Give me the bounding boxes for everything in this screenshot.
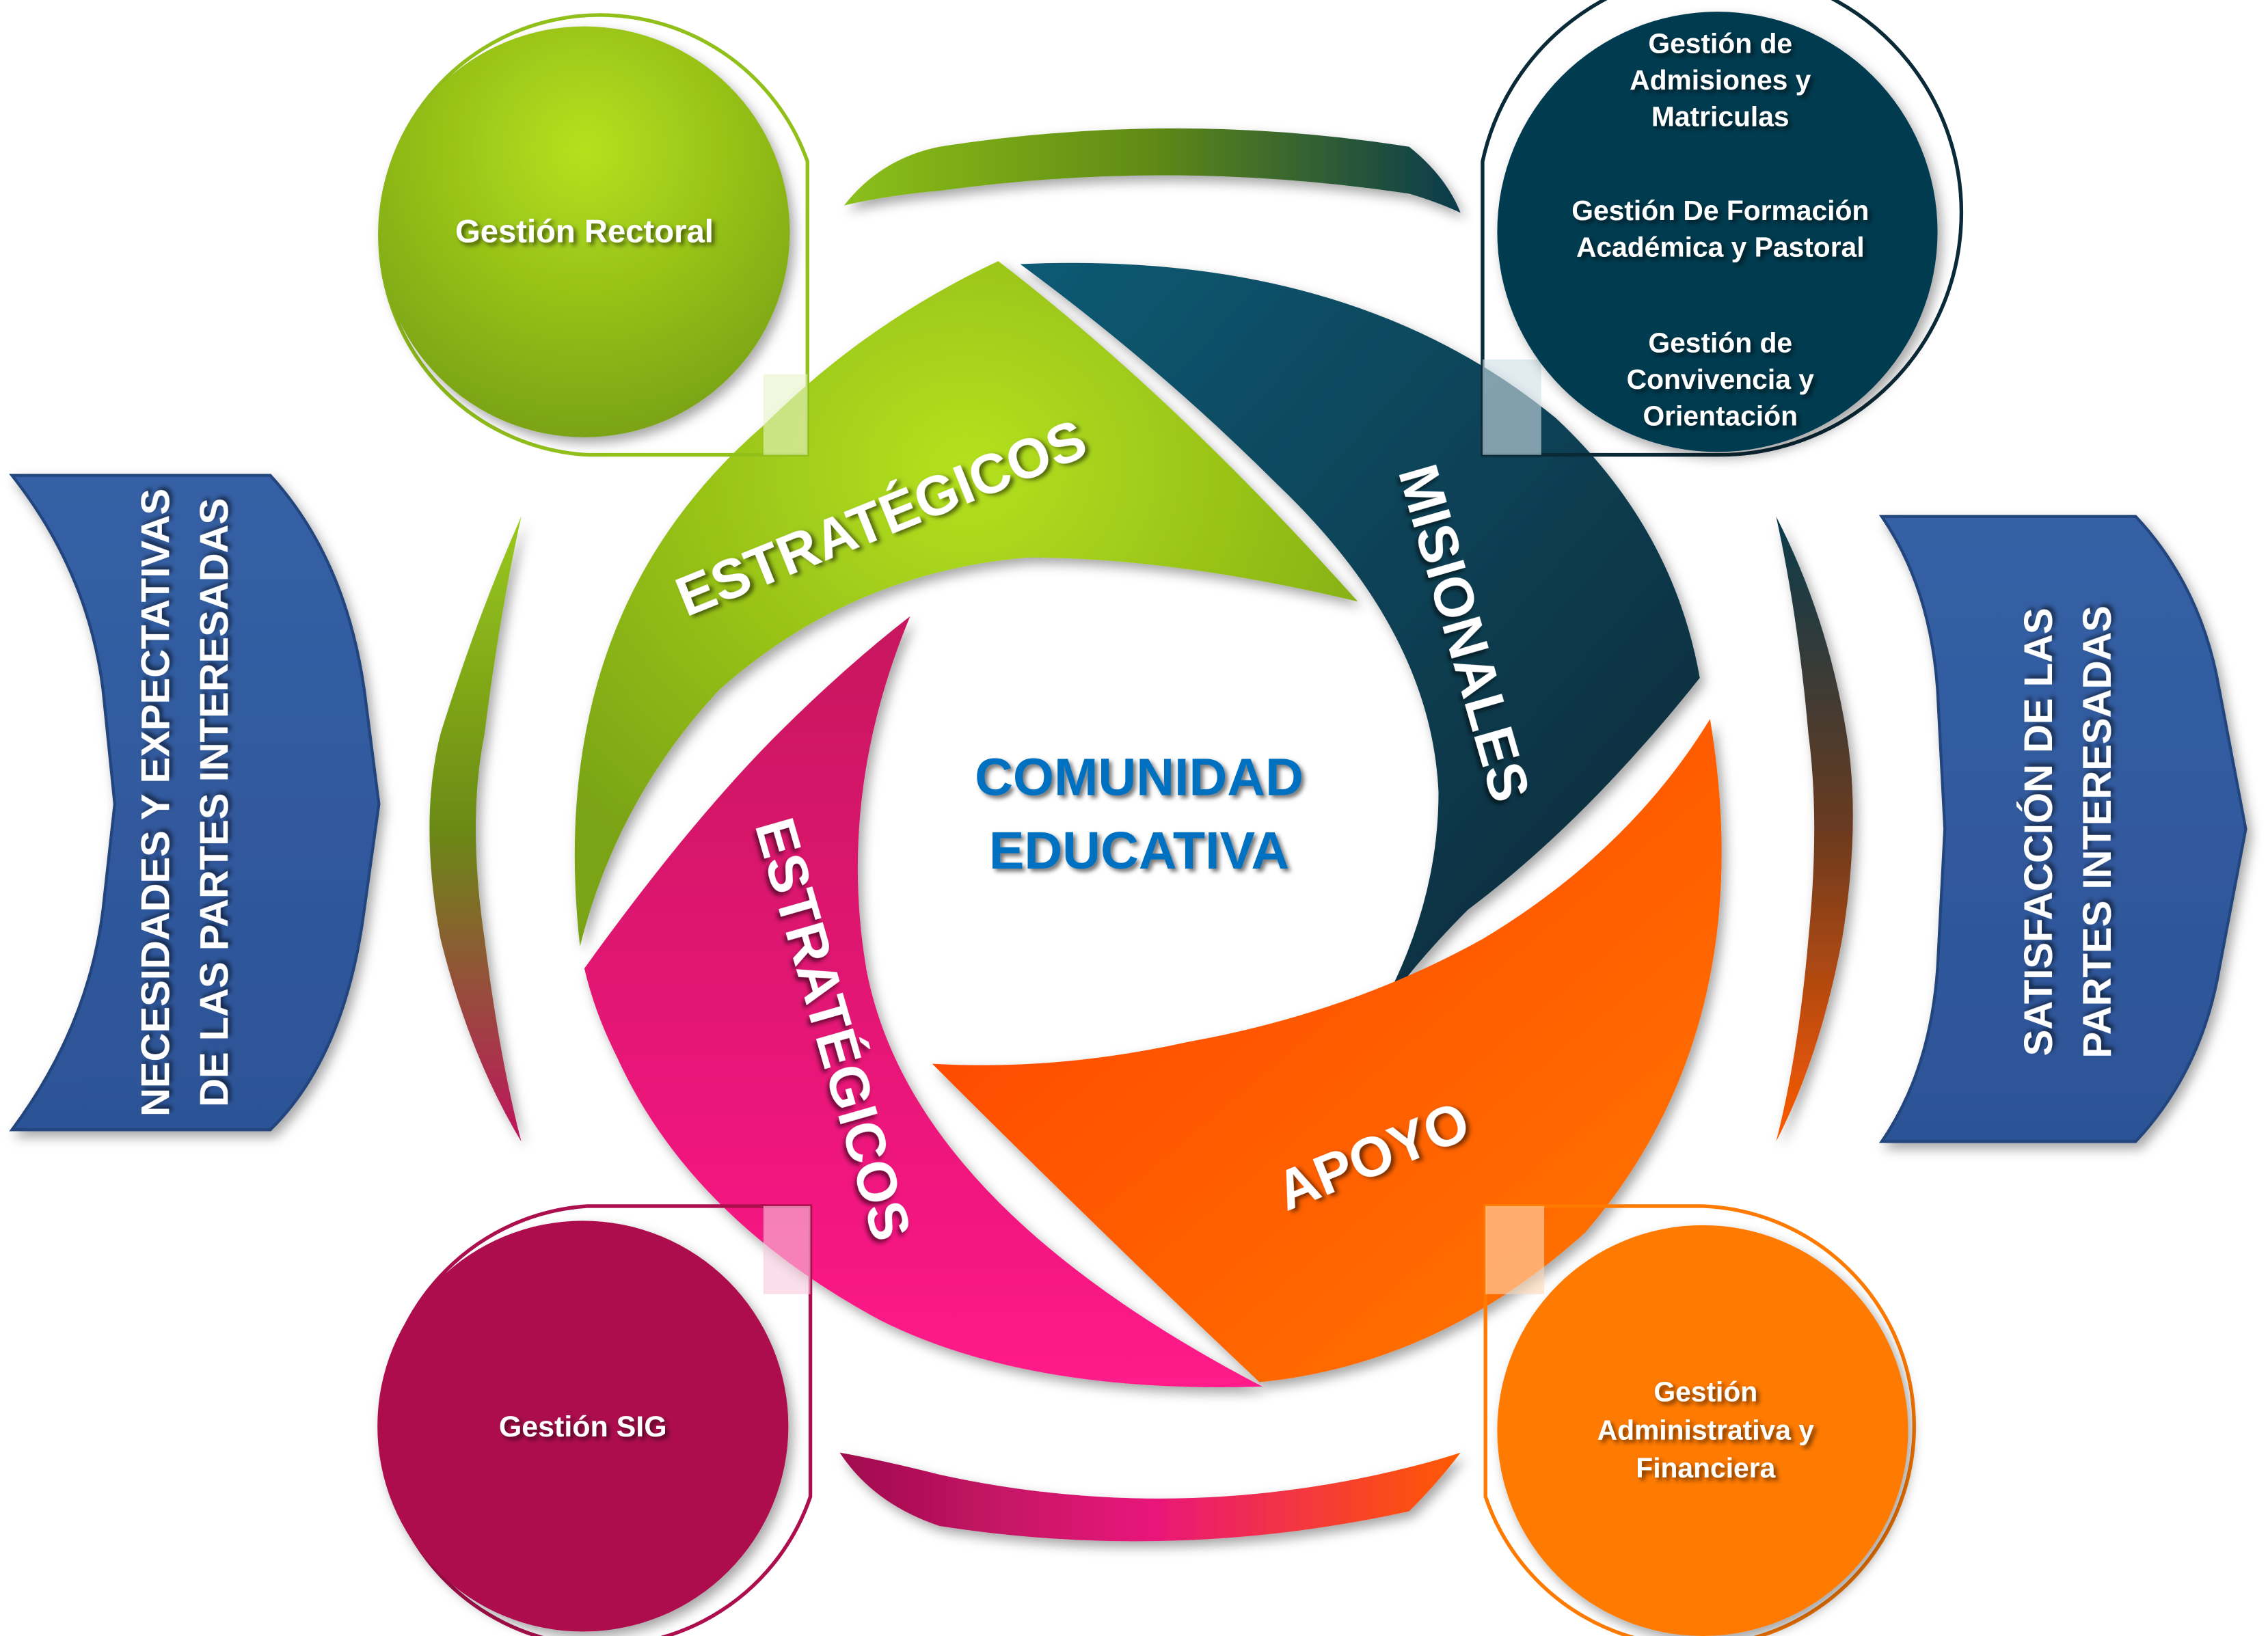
output-arrow: SATISFACCIÓN DE LAS PARTES INTERESADAS <box>1878 515 2247 1143</box>
circle-admin-frame <box>1483 1204 1917 1636</box>
circle-rectoral: Gestión Rectoral <box>378 13 809 457</box>
connector-arc-bottom <box>839 1452 1461 1542</box>
circle-missional-body <box>1497 12 1938 452</box>
circle-rectoral-frame <box>378 13 809 457</box>
circle-missional-line1: Gestión de <box>1648 27 1792 59</box>
circle-rectoral-body <box>379 26 790 437</box>
circle-admin: Gestión Administrativa y Financiera <box>1483 1204 1917 1636</box>
center-label: COMUNIDAD EDUCATIVA <box>975 748 1304 880</box>
output-arrow-shape <box>1878 515 2247 1143</box>
segment-strategic-bottom-shape <box>584 616 1263 1387</box>
circle-missional-line5: Académica y Pastoral <box>1576 232 1865 263</box>
circle-admin-line3: Financiera <box>1636 1452 1775 1484</box>
circle-missional-line8: Orientación <box>1643 400 1798 432</box>
circle-admin-line2: Administrativa y <box>1597 1414 1815 1445</box>
input-arrow-line1: NECESIDADES Y EXPECTATIVAS <box>134 489 178 1117</box>
center-line1: COMUNIDAD <box>975 748 1304 807</box>
output-arrow-line2: PARTES INTERESADAS <box>2076 605 2120 1058</box>
input-arrow-line2: DE LAS PARTES INTERESADAS <box>193 498 237 1107</box>
circle-missional-line4: Gestión De Formación <box>1571 195 1869 226</box>
input-arrow-shape <box>9 474 381 1132</box>
circle-admin-line1: Gestión <box>1653 1376 1757 1407</box>
circle-missional-frame <box>1481 0 1964 457</box>
output-arrow-line1: SATISFACCIÓN DE LAS <box>2017 608 2061 1056</box>
circle-missional-line7: Convivencia y <box>1627 364 1815 395</box>
circle-missional-line3: Matriculas <box>1651 101 1790 133</box>
circle-admin-body <box>1497 1225 1908 1636</box>
input-arrow: NECESIDADES Y EXPECTATIVAS DE LAS PARTES… <box>9 474 381 1132</box>
connector-arc-left <box>429 516 522 1142</box>
circle-missional: Gestión de Admisiones y Matriculas Gesti… <box>1481 0 1964 457</box>
circle-sig: Gestión SIG <box>377 1204 813 1636</box>
connector-arc-top <box>843 128 1461 213</box>
circle-missional-line6: Gestión de <box>1648 327 1792 358</box>
connector-arc-right <box>1776 516 1853 1142</box>
circle-sig-label: Gestión SIG <box>499 1410 667 1443</box>
circle-missional-line2: Admisiones y <box>1630 64 1811 96</box>
center-line2: EDUCATIVA <box>989 821 1289 880</box>
circle-sig-body <box>377 1221 789 1632</box>
circle-rectoral-label: Gestión Rectoral <box>455 213 714 249</box>
